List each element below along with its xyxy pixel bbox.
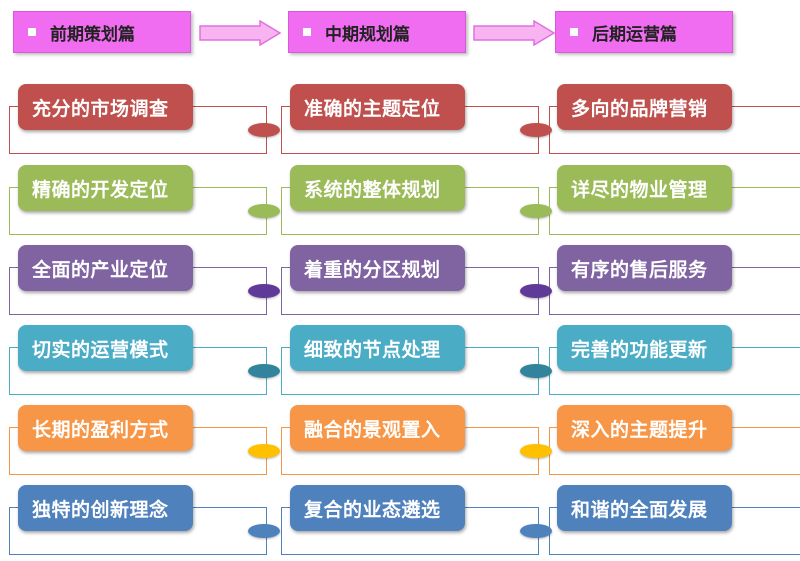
item-label: 独特的创新理念	[32, 498, 169, 521]
header-label: 后期运营篇	[592, 24, 677, 45]
item-label: 细致的节点处理	[304, 338, 441, 361]
item-block: 复合的业态遴选	[290, 485, 465, 531]
item-block: 细致的节点处理	[290, 325, 465, 371]
item-block: 精确的开发定位	[18, 165, 193, 211]
item-label: 和谐的全面发展	[571, 498, 708, 521]
header-label: 中期规划篇	[325, 24, 410, 45]
connector-oval	[520, 524, 552, 538]
header-mid-planning: 中期规划篇	[288, 11, 466, 53]
connector-oval	[520, 204, 552, 218]
connector-oval	[520, 284, 552, 298]
item-block: 和谐的全面发展	[557, 485, 732, 531]
connector-oval	[248, 524, 280, 538]
header-late-operation: 后期运营篇	[555, 11, 733, 53]
connector-oval	[520, 123, 552, 137]
item-block: 长期的盈利方式	[18, 405, 193, 451]
item-label: 融合的景观置入	[304, 418, 441, 441]
item-label: 完善的功能更新	[571, 338, 708, 361]
item-label: 系统的整体规划	[304, 178, 441, 201]
bullet-square-icon	[303, 28, 311, 36]
item-block: 多向的品牌营销	[557, 84, 732, 130]
connector-oval	[520, 444, 552, 458]
item-label: 多向的品牌营销	[571, 97, 708, 120]
item-block: 全面的产业定位	[18, 245, 193, 291]
connector-oval	[248, 284, 280, 298]
connector-oval	[248, 123, 280, 137]
item-block: 深入的主题提升	[557, 405, 732, 451]
item-label: 复合的业态遴选	[304, 498, 441, 521]
diagram-row: 全面的产业定位 着重的分区规划 有序的售后服务	[0, 245, 800, 321]
item-block: 充分的市场调查	[18, 84, 193, 130]
item-block: 详尽的物业管理	[557, 165, 732, 211]
item-label: 有序的售后服务	[571, 258, 708, 281]
item-block: 着重的分区规划	[290, 245, 465, 291]
item-label: 详尽的物业管理	[571, 178, 708, 201]
item-block: 系统的整体规划	[290, 165, 465, 211]
right-arrow-icon	[199, 20, 282, 46]
item-block: 准确的主题定位	[290, 84, 465, 130]
connector-oval	[248, 444, 280, 458]
diagram-row: 精确的开发定位 系统的整体规划 详尽的物业管理	[0, 165, 800, 241]
item-label: 准确的主题定位	[304, 97, 441, 120]
right-arrow-icon	[473, 20, 556, 46]
header-label: 前期策划篇	[50, 24, 135, 45]
item-block: 独特的创新理念	[18, 485, 193, 531]
diagram-row: 切实的运营模式 细致的节点处理 完善的功能更新	[0, 325, 800, 401]
bullet-square-icon	[570, 28, 578, 36]
item-block: 完善的功能更新	[557, 325, 732, 371]
diagram-row: 独特的创新理念 复合的业态遴选 和谐的全面发展	[0, 485, 800, 561]
connector-oval	[248, 204, 280, 218]
bullet-square-icon	[28, 28, 36, 36]
diagram-row: 长期的盈利方式 融合的景观置入 深入的主题提升	[0, 405, 800, 481]
connector-oval	[520, 364, 552, 378]
item-label: 充分的市场调查	[32, 97, 169, 120]
item-label: 全面的产业定位	[32, 258, 169, 281]
item-block: 融合的景观置入	[290, 405, 465, 451]
header-early-planning: 前期策划篇	[13, 11, 191, 53]
item-label: 长期的盈利方式	[32, 418, 169, 441]
item-label: 切实的运营模式	[32, 338, 169, 361]
diagram-row: 充分的市场调查 准确的主题定位 多向的品牌营销	[0, 84, 800, 160]
item-label: 精确的开发定位	[32, 178, 169, 201]
item-block: 有序的售后服务	[557, 245, 732, 291]
item-label: 深入的主题提升	[571, 418, 708, 441]
connector-oval	[248, 364, 280, 378]
item-block: 切实的运营模式	[18, 325, 193, 371]
item-label: 着重的分区规划	[304, 258, 441, 281]
